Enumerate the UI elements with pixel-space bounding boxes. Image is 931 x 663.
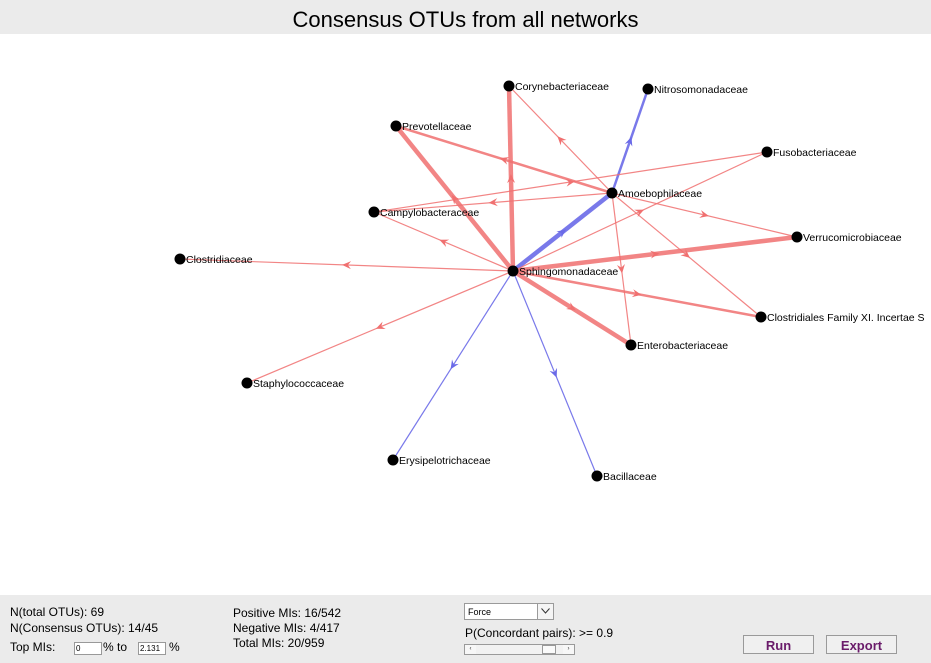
edge-arrow-3 (650, 250, 660, 259)
node-dot[interactable] (241, 377, 253, 389)
export-button[interactable]: Export (826, 635, 897, 654)
top-mis-to-input[interactable]: 2.131 (138, 642, 166, 655)
node-label: Clostridiales Family XI. Incertae S (767, 312, 925, 324)
edge-arrow-18 (616, 264, 625, 274)
node-Prevotellaceae[interactable]: Prevotellaceae (390, 120, 472, 134)
node-label: Staphylococcaceae (253, 378, 344, 390)
node-dot[interactable] (791, 231, 803, 243)
page-title: Consensus OTUs from all networks (0, 0, 931, 34)
node-Amoebophilaceae[interactable]: Amoebophilaceae (606, 187, 703, 201)
consensus-otus-stat: N(Consensus OTUs): 14/45 (10, 621, 159, 635)
pct-to-label: % to (103, 640, 128, 654)
node-label: Clostridiaceae (186, 254, 253, 266)
slider-right-arrow-icon[interactable]: › (563, 645, 574, 654)
positive-mis-stat: Positive MIs: 16/542 (233, 606, 342, 620)
node-dot[interactable] (606, 187, 618, 199)
node-dot[interactable] (625, 339, 637, 351)
node-Clostridiaceae[interactable]: Clostridiaceae (174, 253, 253, 267)
layout-select[interactable]: Force (464, 603, 554, 620)
node-dot[interactable] (387, 454, 399, 466)
edge-arrow-19 (565, 178, 575, 187)
node-Sphingomonadaceae[interactable]: Sphingomonadaceae (507, 265, 619, 279)
node-dot[interactable] (174, 253, 186, 265)
edge-arrow-9 (631, 289, 642, 298)
node-dot[interactable] (591, 470, 603, 482)
node-dot[interactable] (755, 311, 767, 323)
edge-arrow-7 (375, 321, 386, 329)
node-Verrucomicrobiaceae[interactable]: Verrucomicrobiaceae (791, 231, 902, 245)
slider-thumb[interactable] (541, 645, 556, 654)
edge-arrow-8 (634, 209, 645, 218)
node-label: Enterobacteriaceae (637, 340, 728, 352)
node-Fusobacteriaceae[interactable]: Fusobacteriaceae (761, 146, 857, 160)
edge-arrow-2 (556, 229, 567, 238)
negative-mis-stat: Negative MIs: 4/417 (233, 621, 340, 635)
layout-select-value: Force (468, 607, 492, 617)
edges (179, 85, 798, 477)
node-label: Fusobacteriaceae (773, 147, 857, 159)
node-label: Nitrosomonadaceae (654, 84, 748, 96)
run-button[interactable]: Run (743, 635, 814, 654)
node-label: Amoebophilaceae (618, 188, 702, 200)
node-Bacillaceae[interactable]: Bacillaceae (591, 470, 657, 484)
node-dot[interactable] (642, 83, 654, 95)
node-dot[interactable] (368, 206, 380, 218)
edge-arrow-6 (342, 261, 352, 270)
node-Clostridiales[interactable]: Clostridiales Family XI. Incertae S (755, 311, 925, 325)
top-mis-from-input[interactable]: 0 (74, 642, 102, 655)
pct-label: % (169, 640, 180, 654)
node-Enterobacteriaceae[interactable]: Enterobacteriaceae (625, 339, 729, 353)
edge-arrow-16 (699, 210, 709, 218)
edge-arrow-13 (499, 157, 510, 165)
node-label: Verrucomicrobiaceae (803, 232, 902, 244)
node-Erysipelotrichaceae[interactable]: Erysipelotrichaceae (387, 454, 491, 468)
concordant-pairs-label: P(Concordant pairs): >= 0.9 (465, 626, 614, 640)
node-Nitrosomonadaceae[interactable]: Nitrosomonadaceae (642, 83, 749, 97)
slider-left-arrow-icon[interactable]: ‹ (465, 645, 476, 654)
concordant-slider[interactable]: ‹ › (464, 644, 575, 655)
edge-arrow-17 (680, 249, 690, 258)
edge-arrow-12 (624, 136, 633, 147)
network-graph: Corynebacteriaceae NitrosomonadaceaePrevo… (174, 80, 925, 484)
nodes: Corynebacteriaceae NitrosomonadaceaePrevo… (174, 80, 925, 484)
node-dot[interactable] (390, 120, 402, 132)
node-Campylobacteraceae[interactable]: Campylobacteraceae (368, 206, 480, 220)
node-label: Campylobacteraceae (380, 207, 479, 219)
chevron-down-icon[interactable] (537, 604, 553, 619)
total-mis-stat: Total MIs: 20/959 (233, 636, 325, 650)
node-label: Erysipelotrichaceae (399, 455, 491, 467)
edge-arrow-4 (566, 302, 576, 311)
edge-arrow-5 (439, 239, 450, 247)
node-label: Corynebacteriaceae (515, 81, 609, 93)
node-dot[interactable] (503, 80, 515, 92)
edge-arrow-11 (549, 367, 557, 378)
top-mis-label: Top MIs: (10, 640, 56, 654)
node-label: Sphingomonadaceae (519, 266, 618, 278)
node-dot[interactable] (507, 265, 519, 277)
node-Corynebacteriaceae[interactable]: Corynebacteriaceae (503, 80, 610, 94)
edge-arrow-15 (488, 198, 498, 207)
node-label: Bacillaceae (603, 471, 657, 483)
control-panel: N(total OTUs): 69 N(Consensus OTUs): 14/… (0, 595, 931, 663)
edge-arrow-14 (557, 136, 567, 146)
node-label: Prevotellaceae (402, 121, 472, 133)
total-otus-stat: N(total OTUs): 69 (10, 605, 105, 619)
node-Staphylococcaceae[interactable]: Staphylococcaceae (241, 377, 345, 391)
edge-arrow-0 (451, 194, 461, 205)
edge-arrow-1 (507, 174, 516, 184)
edge-arrow-10 (450, 359, 459, 370)
node-dot[interactable] (761, 146, 773, 158)
